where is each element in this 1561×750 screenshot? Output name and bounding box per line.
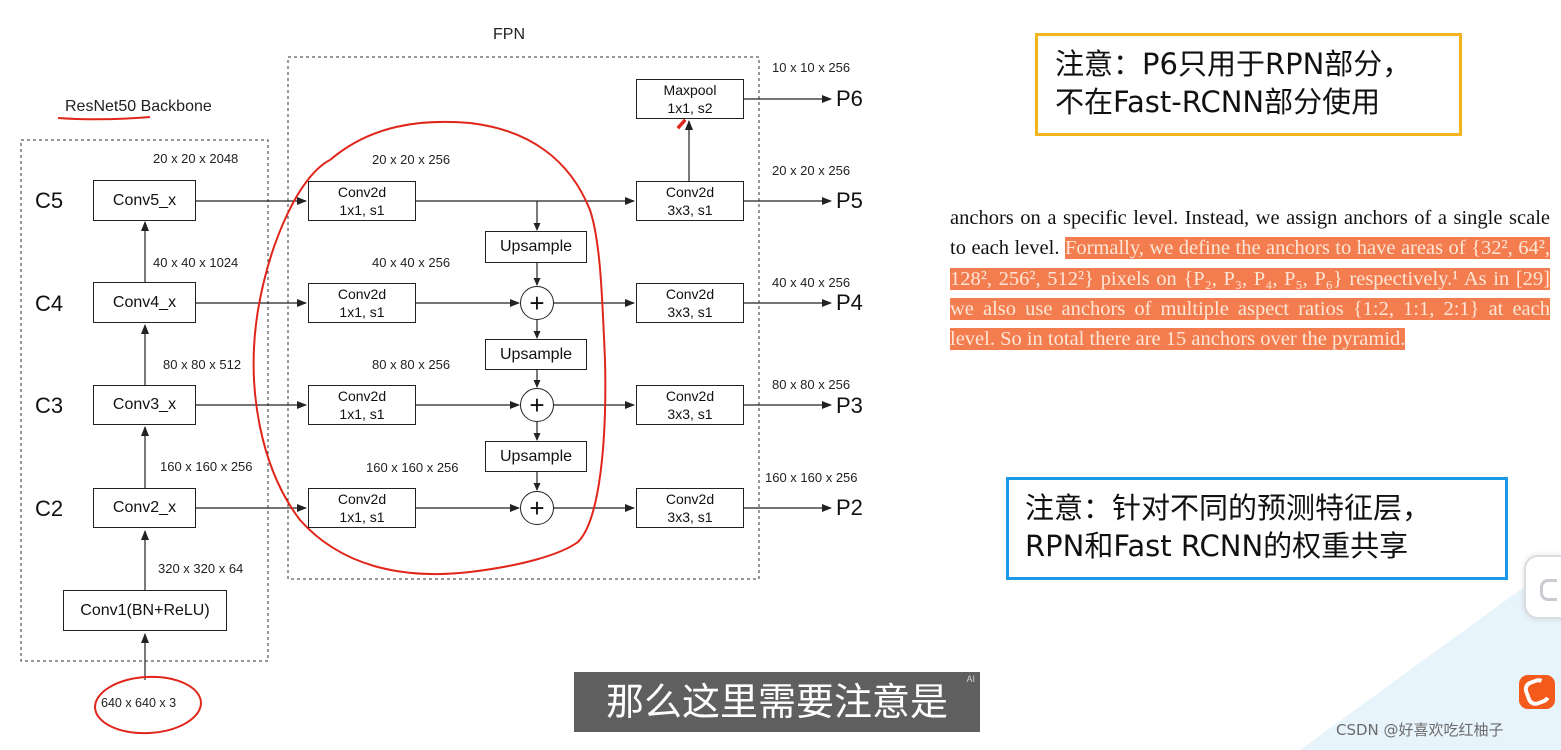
lateral-conv-p3: Conv2d 1x1, s1 [308,385,416,425]
c4-dims: 40 x 40 x 1024 [153,255,239,270]
output-p4: P4 [836,290,863,315]
conv5-label: Conv5_x [112,191,177,209]
lateral-conv-p4-title: Conv2d [337,286,387,302]
output-p6: P6 [836,86,863,111]
output-conv-p2-param: 3x3, s1 [667,509,713,525]
output-conv-p5: Conv2d 3x3, s1 [636,181,744,221]
csdn-watermark: CSDN @好喜欢吃红柚子 [1336,721,1504,739]
c3-dims: 80 x 80 x 512 [163,357,242,372]
lateral-conv-p4-param: 1x1, s1 [339,304,385,320]
maxpool-title: Maxpool [663,82,717,98]
sum-node-p4-symbol: + [529,288,545,318]
conv1-block: Conv1(BN+ReLU) [63,590,227,631]
c2-dims: 160 x 160 x 256 [160,459,253,474]
lateral-conv-p2: Conv2d 1x1, s1 [308,488,416,528]
p3-dims: 80 x 80 x 256 [772,377,851,392]
lateral-conv-p2-title: Conv2d [337,491,387,507]
backbone-title: ResNet50 Backbone [65,98,212,115]
sum-node-p2: + [520,491,554,525]
decorative-background-shape [1300,560,1561,750]
level-c3: C3 [35,393,64,418]
sum-node-p3-symbol: + [529,390,545,420]
conv3-block: Conv3_x [93,385,196,425]
paper-plain-text: anchors on a specific level. Instead, we… [950,207,1550,260]
p5-dims: 20 x 20 x 256 [772,163,851,178]
output-conv-p4-title: Conv2d [665,286,715,302]
c5-dims: 20 x 20 x 2048 [153,151,239,166]
lateral-p3-dims: 80 x 80 x 256 [372,357,451,372]
side-panel-toggle[interactable] [1524,555,1561,619]
conv5-block: Conv5_x [93,180,196,221]
output-p3: P3 [836,393,863,418]
sogou-logo-icon [1521,675,1553,709]
note-bottom: 注意：针对不同的预测特征层， RPN和Fast RCNN的权重共享 [1006,477,1508,580]
cursor-icon [675,117,688,131]
output-conv-p3: Conv2d 3x3, s1 [636,385,744,425]
maxpool-block: Maxpool 1x1, s2 [636,79,744,119]
p4-dims: 40 x 40 x 256 [772,275,851,290]
upsample-block-1: Upsample [485,231,587,263]
upsample-block-3: Upsample [485,441,587,472]
lateral-conv-p5-param: 1x1, s1 [339,202,385,218]
lateral-p5-dims: 20 x 20 x 256 [372,152,451,167]
backbone-underline-annotation [57,116,151,121]
note-top: 注意：P6只用于RPN部分， 不在Fast-RCNN部分使用 [1035,33,1462,136]
sum-node-p3: + [520,388,554,422]
tv-icon [1540,579,1557,601]
note-top-line2: 不在Fast-RCNN部分使用 [1055,85,1381,119]
level-c2: C2 [35,496,64,521]
lateral-conv-p3-param: 1x1, s1 [339,406,385,422]
p2-dims: 160 x 160 x 256 [765,470,858,485]
conv3-label: Conv3_x [112,396,177,413]
video-subtitle: 那么这里需要注意是 AI [574,672,980,732]
output-conv-p5-param: 3x3, s1 [667,202,713,218]
level-c4: C4 [35,291,64,316]
paper-excerpt: anchors on a specific level. Instead, we… [950,203,1550,354]
conv1-output-dims: 320 x 320 x 64 [158,561,244,576]
note-bottom-line1: 注意：针对不同的预测特征层， [1025,491,1432,525]
p6-dims: 10 x 10 x 256 [772,60,851,75]
upsample-2-label: Upsample [499,345,573,363]
conv1-label: Conv1(BN+ReLU) [80,601,210,619]
lateral-conv-p3-title: Conv2d [337,388,387,404]
upsample-1-label: Upsample [499,238,573,255]
output-p2: P2 [836,495,863,520]
ai-badge: AI [966,674,975,684]
fpn-region [287,56,760,580]
lateral-conv-p4: Conv2d 1x1, s1 [308,283,416,323]
conv2-block: Conv2_x [93,488,196,528]
conv4-block: Conv4_x [93,282,196,323]
output-conv-p4-param: 3x3, s1 [667,304,713,320]
output-p5: P5 [836,188,863,213]
sum-node-p4: + [520,286,554,320]
fpn-loop-annotation [252,120,607,575]
lateral-p4-dims: 40 x 40 x 256 [372,255,451,270]
note-top-line1: 注意：P6只用于RPN部分， [1055,47,1412,81]
lateral-conv-p5: Conv2d 1x1, s1 [308,181,416,221]
input-dims: 640 x 640 x 3 [101,696,177,710]
conv4-label: Conv4_x [112,293,177,311]
video-subtitle-text: 那么这里需要注意是 [605,680,948,724]
maxpool-param: 1x1, s2 [667,100,713,116]
output-conv-p5-title: Conv2d [665,184,715,200]
output-conv-p2-title: Conv2d [665,491,715,507]
output-conv-p3-param: 3x3, s1 [667,406,713,422]
lateral-conv-p5-title: Conv2d [337,184,387,200]
upsample-3-label: Upsample [499,447,573,465]
sogou-input-button[interactable] [1519,675,1555,709]
output-conv-p3-title: Conv2d [665,388,715,404]
note-bottom-line2: RPN和Fast RCNN的权重共享 [1025,529,1409,563]
output-conv-p2: Conv2d 3x3, s1 [636,488,744,528]
conv2-label: Conv2_x [112,499,177,516]
upsample-block-2: Upsample [485,339,587,370]
sum-node-p2-symbol: + [529,493,545,523]
level-c5: C5 [35,188,64,213]
input-circle-annotation [94,675,202,735]
output-conv-p4: Conv2d 3x3, s1 [636,283,744,323]
lateral-conv-p2-param: 1x1, s1 [339,509,385,525]
lateral-p2-dims: 160 x 160 x 256 [366,460,459,475]
fpn-title: FPN [493,26,525,43]
